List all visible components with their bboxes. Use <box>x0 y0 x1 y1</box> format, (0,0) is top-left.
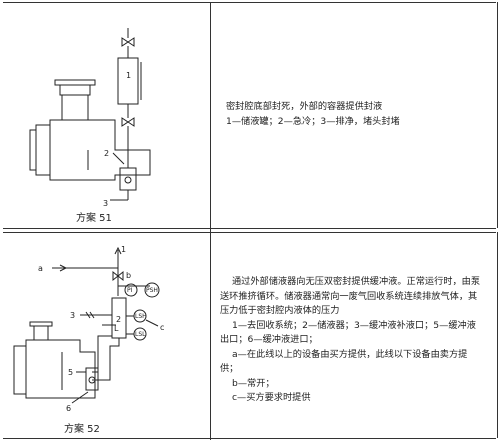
scheme-52-description: 通过外部储液器向无压双密封提供缓冲液。正常运行时，由泵送环推挤循环。储液器通常向… <box>220 275 485 406</box>
scheme-52-label-3: 3 <box>70 311 75 320</box>
scheme-52-label-lsh: LSH <box>135 313 147 320</box>
row-divider-lower <box>3 232 496 233</box>
scheme-52-label-lsl: LSL <box>135 331 146 338</box>
scheme-52-label-a: a <box>38 264 43 273</box>
bottom-border <box>3 438 496 439</box>
scheme-51-desc-line-2: 1—储液罐；2—急冷；3—排净，堵头封堵 <box>226 115 400 127</box>
scheme-51-label-3: 3 <box>103 199 108 208</box>
scheme-52-label-2: 2 <box>116 315 121 324</box>
scheme-52-label-c: c <box>160 323 164 332</box>
scheme-52-label-l: L <box>114 324 119 333</box>
scheme-52-desc-paragraph: 通过外部储液器向无压双密封提供缓冲液。正常运行时，由泵送环推挤循环。储液器通常向… <box>220 276 481 316</box>
right-border-bottom <box>497 232 498 438</box>
scheme-51-desc-line-1: 密封腔底部封死，外部的容器提供封液 <box>226 101 383 112</box>
scheme-52-label-psh: PSH <box>146 287 158 294</box>
scheme-52-desc-items: 1—去回收系统；2—储液器；3—缓冲液补液口；5—缓冲液出口；6—缓冲液进口； <box>220 319 476 346</box>
right-border-top <box>497 2 498 228</box>
scheme-52-label-1: 1 <box>121 245 126 254</box>
scheme-51-caption: 方案 51 <box>76 213 112 224</box>
top-border <box>3 2 496 3</box>
column-divider <box>210 2 211 440</box>
scheme-51-label-1: 1 <box>126 71 131 80</box>
scheme-51-label-2: 2 <box>104 149 109 158</box>
scheme-52-desc-note-a: a—在此线以上的设备由买方提供，此线以下设备由卖方提供； <box>220 348 468 375</box>
scheme-51-description: 密封腔底部封死，外部的容器提供封液 1—储液罐；2—急冷；3—排净，堵头封堵 <box>226 100 486 129</box>
scheme-52-label-5: 5 <box>68 368 73 377</box>
row-divider-upper <box>3 228 496 229</box>
scheme-52-desc-note-b: b—常开； <box>232 377 275 389</box>
scheme-52-label-pi: PI <box>127 287 133 294</box>
scheme-52-desc-note-c: c—买方要求时提供 <box>232 392 311 403</box>
scheme-52-caption: 方案 52 <box>64 424 100 435</box>
scheme-52-label-6: 6 <box>66 404 71 413</box>
scheme-52-label-b: b <box>126 271 131 280</box>
